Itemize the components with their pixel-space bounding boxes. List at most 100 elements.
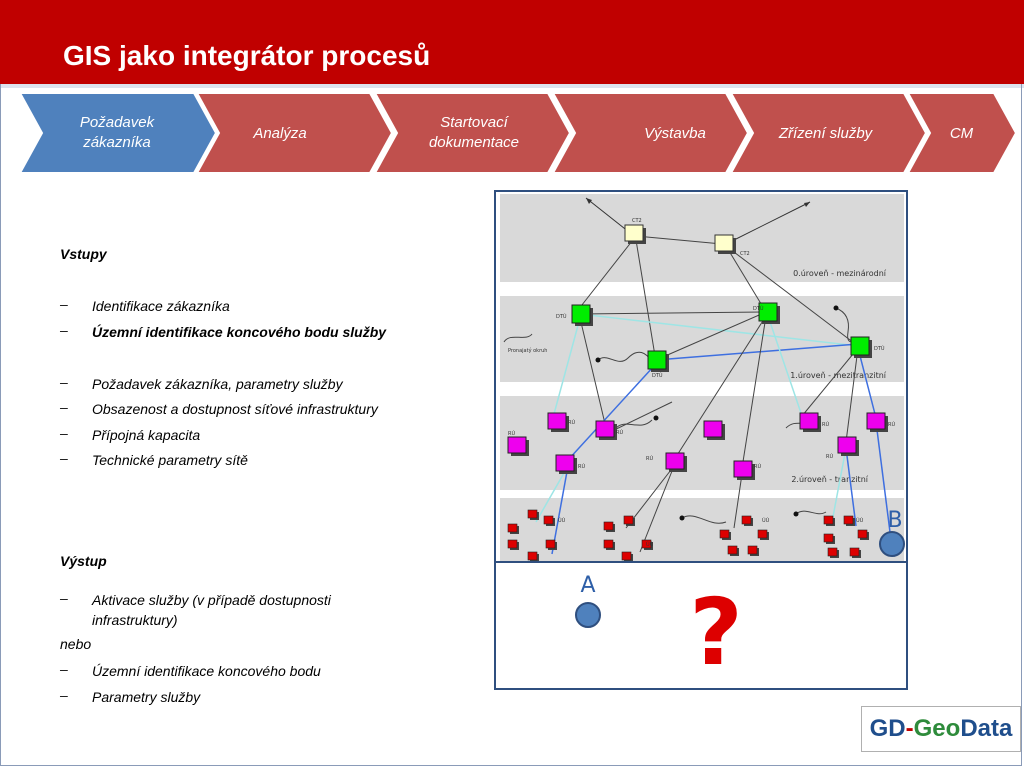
leased-line xyxy=(681,515,727,524)
step-label-line: dokumentace xyxy=(428,134,520,151)
step-pozadavek-zakaznika[interactable] xyxy=(18,92,218,174)
link-line xyxy=(831,447,847,523)
link-line xyxy=(655,343,859,361)
network-diagram: 0.úroveň - mezinárodní 1.úroveň - mezitr… xyxy=(494,190,908,690)
link-line xyxy=(579,313,859,347)
logo-part: GD xyxy=(869,715,906,742)
step-arrow-icon xyxy=(18,92,218,174)
link-line xyxy=(857,347,877,419)
link-line xyxy=(875,421,891,533)
link-line xyxy=(553,317,581,415)
list-item-text: Územní identifikace koncového bodu xyxy=(92,663,321,679)
dash-bullet: – xyxy=(60,661,68,677)
node-label: CT2 xyxy=(740,251,750,257)
leased-line xyxy=(503,333,533,343)
link-line xyxy=(639,465,675,553)
list-item-text: Přípojná kapacita xyxy=(92,427,201,443)
node-label: RÚ xyxy=(508,430,515,437)
link-line xyxy=(635,235,723,245)
arrowhead-icon xyxy=(586,198,592,204)
point-b-icon[interactable] xyxy=(879,531,905,557)
link-line xyxy=(655,311,767,361)
node-label: DTÚ xyxy=(874,345,885,352)
node-ru: RÚ xyxy=(646,452,687,472)
node-ru: RÚ xyxy=(547,412,575,432)
link-line xyxy=(579,311,767,315)
line-end-dot xyxy=(793,511,799,517)
link-line xyxy=(625,465,675,529)
link-line xyxy=(551,465,569,555)
link-line xyxy=(673,315,767,461)
gd-geodata-logo: GD-GeoData xyxy=(861,706,1021,752)
point-a-icon[interactable] xyxy=(575,602,601,628)
node-ru: RÚ xyxy=(799,412,829,432)
title-bar xyxy=(0,0,1024,84)
step-label-vystavba: Výstavba xyxy=(644,125,706,142)
node-label: DTÚ xyxy=(753,305,764,312)
link-line xyxy=(579,317,607,429)
list-item-text: Územní identifikace koncového bodu služb… xyxy=(92,324,387,340)
node-label: ÚÚ xyxy=(856,517,864,524)
link-line xyxy=(725,245,767,313)
node-label: ÚÚ xyxy=(646,541,654,548)
arrowhead-icon xyxy=(804,202,810,207)
line-end-dot xyxy=(679,515,685,521)
leased-line xyxy=(615,419,653,429)
step-analyza[interactable] xyxy=(195,92,394,174)
step-label-analyza: Analýza xyxy=(253,125,307,142)
step-zrizeni-sluzby[interactable] xyxy=(729,92,928,174)
list-item-text: Obsazenost a dostupnost síťové infrastru… xyxy=(92,401,378,417)
node-label: RÚ xyxy=(578,463,585,470)
dash-bullet: – xyxy=(60,322,68,338)
node-dtu: DTÚ xyxy=(850,336,885,358)
node-label: DTÚ xyxy=(652,372,663,379)
or-text: nebo xyxy=(60,636,92,652)
dash-bullet: – xyxy=(60,425,68,441)
node-ru: RÚ xyxy=(555,454,585,474)
link-line xyxy=(845,347,859,443)
slide-frame xyxy=(0,84,1022,766)
list-item-text: Požadavek zákazníka, parametry služby xyxy=(92,376,343,392)
logo-part: - xyxy=(905,715,914,742)
node-ru xyxy=(703,420,725,440)
question-mark: ? xyxy=(689,579,742,686)
node-ru: RÚ xyxy=(733,460,761,480)
step-cm[interactable] xyxy=(906,92,1018,174)
step-startovaci-dokumentace[interactable] xyxy=(373,92,572,174)
logo-part: Data xyxy=(960,715,1013,742)
inputs-heading: Vstupy xyxy=(60,246,107,262)
node-label: RÚ xyxy=(616,429,623,436)
node-label: RÚ xyxy=(754,463,761,470)
dash-bullet: – xyxy=(60,687,68,703)
link-line xyxy=(733,473,743,529)
header-rule xyxy=(0,84,1024,88)
node-ct: CT2 xyxy=(714,234,750,257)
level-band xyxy=(500,194,904,282)
link-line xyxy=(801,347,859,417)
node-ct: CT2 xyxy=(624,218,646,244)
line-end-dot xyxy=(595,357,601,363)
step-label-line: Požadavek xyxy=(79,114,155,131)
step-label-pozadavek: Požadavek zákazníka xyxy=(52,113,182,153)
link-line xyxy=(567,365,655,461)
step-label-cm: CM xyxy=(949,125,974,142)
step-label-line: zákazníka xyxy=(83,134,151,151)
node-label: ÚÚ xyxy=(762,517,770,524)
list-item-text: Parametry služby xyxy=(92,689,201,705)
step-label-startovaci: Startovací dokumentace xyxy=(404,113,544,153)
slide-title: GIS jako integrátor procesů xyxy=(63,40,431,71)
node-ru: RÚ xyxy=(826,436,859,460)
dash-bullet: – xyxy=(60,450,68,466)
step-vystavba[interactable] xyxy=(551,92,750,174)
line-end-dot xyxy=(833,305,839,311)
list-item-text: Technické parametry sítě xyxy=(92,452,248,468)
level-label: 0.úroveň - mezinárodní xyxy=(793,268,887,278)
node-ru: RÚ xyxy=(595,420,623,440)
node-dtu: DTÚ xyxy=(556,304,593,326)
step-arrow-icon xyxy=(195,92,394,174)
level-band xyxy=(500,396,904,490)
step-arrow-icon xyxy=(551,92,750,174)
outputs-heading: Výstup xyxy=(60,553,107,569)
link-line xyxy=(577,235,637,311)
